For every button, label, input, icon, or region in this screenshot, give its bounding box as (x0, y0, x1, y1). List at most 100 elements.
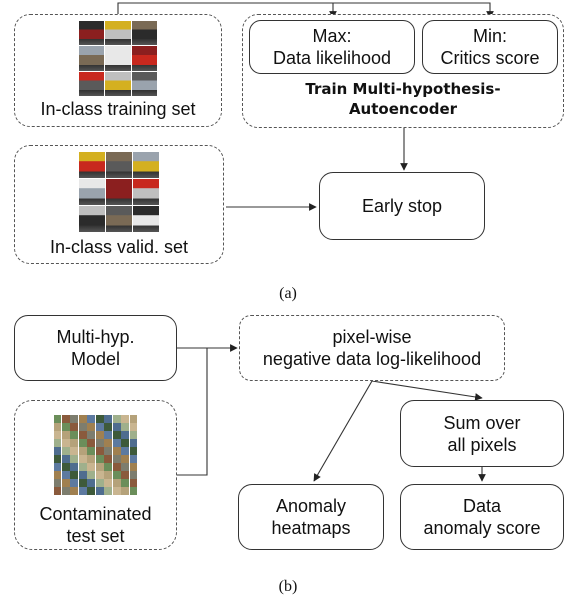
test-thumbnail (104, 423, 113, 431)
car-thumbnail (105, 71, 131, 96)
test-thumbnail (61, 463, 70, 471)
test-thumbnail (112, 415, 121, 423)
test-thumbnail (121, 415, 130, 423)
test-thumbnail (112, 487, 121, 495)
test-thumbnail (95, 479, 104, 487)
test-thumbnail (87, 487, 96, 495)
test-thumbnail (53, 471, 62, 479)
test-thumbnail (121, 447, 130, 455)
test-thumbnail (129, 447, 138, 455)
nll-to-sum-arrow (371, 380, 483, 401)
test-thumbnail (70, 423, 79, 431)
test-thumbnail (78, 439, 87, 447)
car-thumbnail (79, 46, 105, 71)
car-thumbnail (106, 206, 132, 232)
test-thumbnail (70, 415, 79, 423)
test-thumbnail (70, 439, 79, 447)
test-thumbnail (87, 423, 96, 431)
car-thumbnail (106, 179, 132, 205)
test-thumbnail (87, 463, 96, 471)
test-thumbnail (70, 471, 79, 479)
test-thumbnail (61, 479, 70, 487)
test-thumbnail (104, 415, 113, 423)
model-line1: Multi-hyp. (56, 327, 135, 347)
test-set-thumbnails (53, 415, 138, 495)
min-critics-score-box: Min: Critics score (422, 20, 558, 74)
test-thumbnail (53, 455, 62, 463)
test-thumbnail (95, 439, 104, 447)
car-thumbnail (133, 152, 159, 178)
test-thumbnail (87, 479, 96, 487)
test-thumbnail (95, 415, 104, 423)
car-thumbnail (105, 46, 131, 71)
test-thumbnail (61, 471, 70, 479)
test-thumbnail (95, 455, 104, 463)
car-thumbnail (79, 21, 105, 46)
test-thumbnail (104, 455, 113, 463)
sum-line1: Sum over (443, 412, 521, 433)
test-thumbnail (112, 447, 121, 455)
training-to-max-arrow (117, 2, 337, 19)
test-thumbnail (112, 471, 121, 479)
car-thumbnail (79, 152, 105, 178)
training-set-thumbnails (79, 21, 157, 96)
test-thumbnail (70, 479, 79, 487)
test-thumbnail (87, 415, 96, 423)
test-thumbnail (104, 487, 113, 495)
test-thumbnail (70, 455, 79, 463)
score-line2: anomaly score (423, 518, 541, 538)
test-thumbnail (104, 479, 113, 487)
test-thumbnail (104, 439, 113, 447)
test-thumbnail (61, 431, 70, 439)
car-thumbnail (131, 21, 157, 46)
test-thumbnail (53, 439, 62, 447)
pixel-wise-nll-box: pixel-wise negative data log-likelihood (239, 315, 505, 381)
training-set-box: In-class training set (14, 14, 222, 127)
test-thumbnail (121, 471, 130, 479)
test-thumbnail (53, 423, 62, 431)
test-thumbnail (95, 423, 104, 431)
test-thumbnail (87, 455, 96, 463)
car-thumbnail (79, 206, 105, 232)
test-thumbnail (112, 463, 121, 471)
test-thumbnail (87, 431, 96, 439)
test-thumbnail (78, 471, 87, 479)
test-thumbnail (129, 431, 138, 439)
valid-set-label: In-class valid. set (49, 237, 189, 257)
training-to-min-arrow (333, 2, 494, 19)
nll-to-heatmaps-arrow (313, 380, 373, 482)
car-thumbnail (131, 46, 157, 71)
test-thumbnail (121, 439, 130, 447)
test-thumbnail (129, 423, 138, 431)
test-thumbnail (53, 415, 62, 423)
test-thumbnail (129, 455, 138, 463)
car-thumbnail (133, 206, 159, 232)
test-thumbnail (129, 479, 138, 487)
test-thumbnail (78, 423, 87, 431)
test-thumbnail (70, 487, 79, 495)
test-thumbnail (53, 487, 62, 495)
test-thumbnail (61, 415, 70, 423)
test-set-line2: test set (66, 526, 125, 546)
test-thumbnail (121, 463, 130, 471)
test-thumbnail (112, 431, 121, 439)
train-group-title-line1: Train Multi-hypothesis- (305, 80, 501, 98)
testset-to-nll-line (177, 348, 208, 476)
nll-line2: negative data log-likelihood (262, 349, 482, 369)
caption-b: (b) (278, 578, 298, 595)
data-anomaly-score-box: Data anomaly score (400, 484, 564, 550)
test-thumbnail (87, 439, 96, 447)
sum-line2: all pixels (447, 434, 517, 455)
test-thumbnail (61, 447, 70, 455)
test-thumbnail (104, 471, 113, 479)
train-group-title-line2: Autoencoder (348, 100, 458, 118)
car-thumbnail (131, 71, 157, 96)
min-box-line1: Min: (472, 26, 507, 46)
test-thumbnail (78, 431, 87, 439)
test-thumbnail (78, 479, 87, 487)
car-thumbnail (79, 71, 105, 96)
test-thumbnail (129, 471, 138, 479)
test-thumbnail (104, 463, 113, 471)
test-thumbnail (129, 487, 138, 495)
test-thumbnail (53, 431, 62, 439)
